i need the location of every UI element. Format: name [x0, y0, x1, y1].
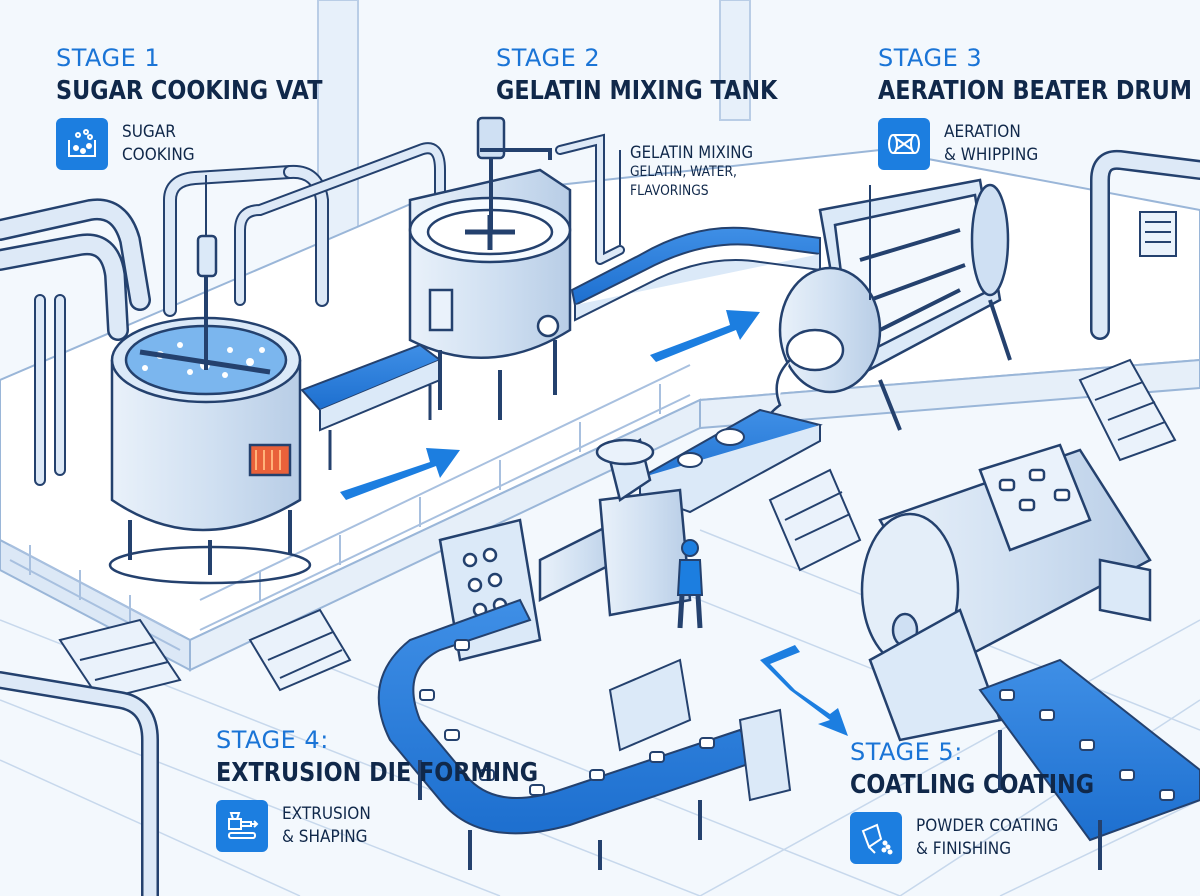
stage-3-title: AERATION BEATER DRUM: [878, 76, 1193, 106]
arrow-stage1-to-2: [340, 448, 460, 500]
stage-4-caption: EXTRUSION & SHAPING: [282, 804, 371, 847]
output-conveyor: [978, 658, 1200, 870]
gelatin-note-line-1: GELATIN, WATER,: [630, 164, 737, 180]
powder-coating-icon: [850, 812, 902, 864]
sugar-cooking-vat: [108, 234, 312, 585]
leader-lines: [205, 150, 871, 300]
stage-2-title: GELATIN MIXING TANK: [496, 76, 778, 106]
stage-4-label: STAGE 4: EXTRUSION DIE FORMING EXTRUSION…: [216, 728, 591, 852]
lower-conveyor: [377, 598, 792, 870]
stage-3-number: STAGE 3: [878, 44, 983, 72]
gelatin-mixing-tank: [408, 116, 572, 420]
conveyor-belt-2: [570, 226, 821, 322]
gelatin-note-line-2: FLAVORINGS: [630, 182, 709, 199]
stairs: [58, 358, 1177, 702]
stage-2-label: STAGE 2 GELATIN MIXING TANK: [496, 46, 823, 104]
arrow-stage4-to-5: [760, 645, 848, 736]
stage-4-number: STAGE 4:: [216, 726, 329, 754]
stage-5-label: STAGE 5: COATLING COATING POWDER COATING…: [850, 740, 1134, 864]
stage-1-title: SUGAR COOKING VAT: [56, 76, 323, 106]
coating-drum: [860, 443, 1152, 742]
stage-1-label: STAGE 1 SUGAR COOKING VAT SUGAR COOKING: [56, 46, 366, 170]
stage-1-caption: SUGAR COOKING: [122, 122, 195, 165]
overhead-pipes: [0, 133, 1200, 896]
stage-2-number: STAGE 2: [496, 44, 601, 72]
flow-arrows: [340, 310, 848, 736]
stage-1-number: STAGE 1: [56, 44, 161, 72]
conveyor-belt-3: [637, 408, 823, 514]
stage-5-caption: POWDER COATING & FINISHING: [916, 816, 1059, 859]
gelatin-note: GELATIN MIXING GELATIN, WATER, FLAVORING…: [630, 143, 753, 201]
arrow-stage2-to-3: [650, 310, 760, 362]
beater-drum-icon: [878, 118, 930, 170]
wall-vent: [1139, 211, 1177, 257]
worker-figure: [676, 539, 704, 629]
stage-3-caption: AERATION & WHIPPING: [944, 122, 1039, 165]
stage-5-number: STAGE 5:: [850, 738, 963, 766]
stage-4-title: EXTRUSION DIE FORMING: [216, 758, 539, 788]
stage-3-label: STAGE 3 AERATION BEATER DRUM AERATION & …: [878, 46, 1200, 170]
sugar-pot-icon: [56, 118, 108, 170]
stage-5-title: COATLING COATING: [850, 770, 1095, 800]
aeration-beater-drum: [765, 178, 1012, 431]
gelatin-note-heading: GELATIN MIXING: [630, 143, 754, 163]
extruder-icon: [216, 800, 268, 852]
